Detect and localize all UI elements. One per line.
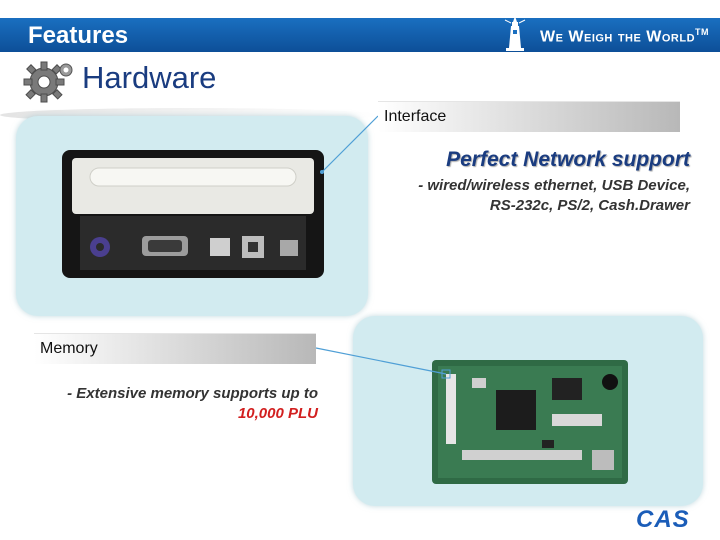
circuit-board-image — [432, 360, 628, 484]
memory-description: - Extensive memory supports up to 10,000… — [40, 384, 318, 424]
svg-text:CAS: CAS — [636, 506, 690, 530]
interface-label-bar: Interface — [378, 101, 680, 132]
memory-label-bar: Memory — [34, 333, 316, 364]
memory-label: Memory — [40, 340, 98, 357]
memory-plu-highlight: 10,000 PLU — [237, 405, 318, 422]
brand-tagline: We Weigh the WorldTM — [540, 27, 710, 46]
header-bar — [0, 18, 720, 52]
gear-icon — [23, 61, 73, 103]
section-title: Hardware — [82, 60, 217, 95]
memory-description-text: - Extensive memory supports up to — [67, 385, 318, 402]
lighthouse-icon — [504, 16, 526, 51]
network-support-description: - wired/wireless ethernet, USB Device, R… — [418, 177, 690, 214]
printer-ports-image — [62, 150, 324, 278]
cas-logo: CAS — [636, 506, 690, 530]
network-support-title: Perfect Network support — [446, 148, 690, 171]
interface-label: Interface — [384, 108, 447, 125]
header-title: Features — [28, 22, 129, 49]
